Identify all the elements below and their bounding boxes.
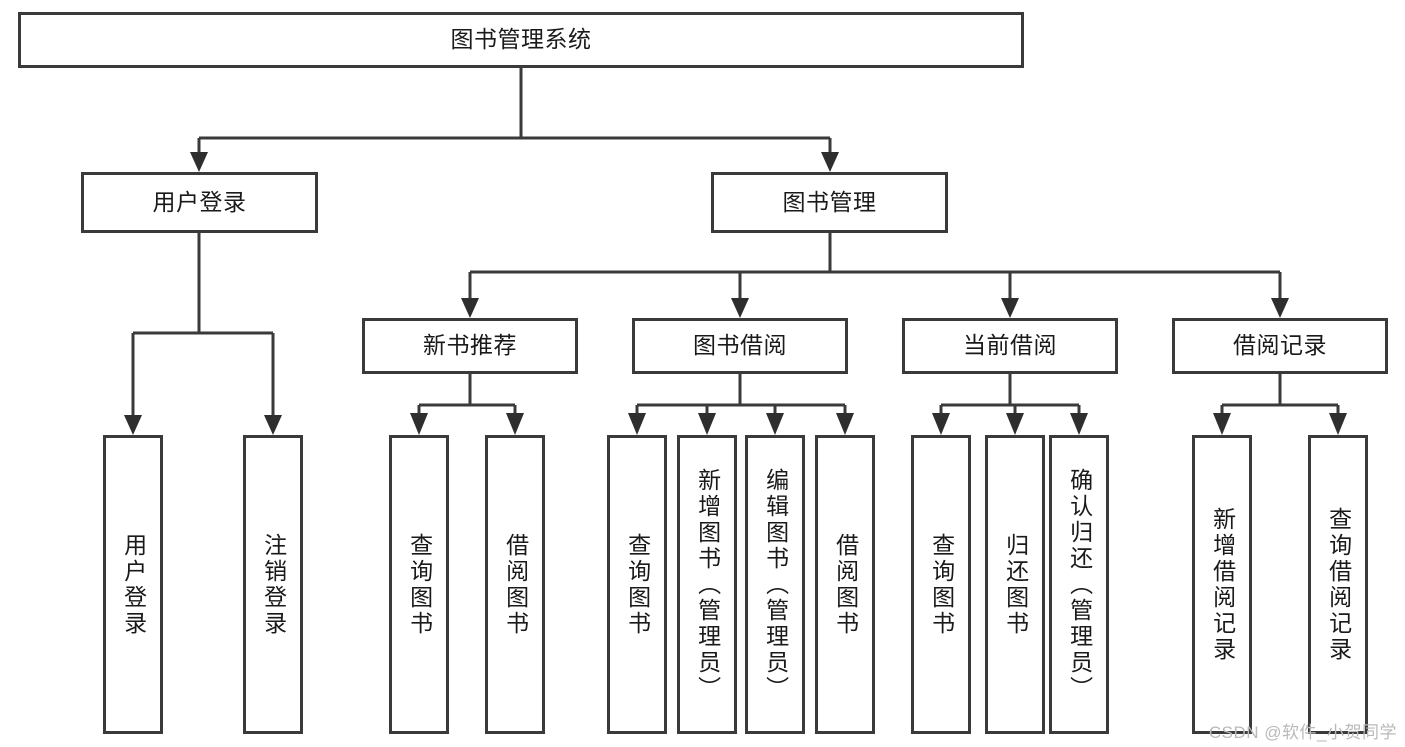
- node-book-management[interactable]: 图书管理: [711, 172, 948, 233]
- leaf-add-borrow-record[interactable]: 新增借阅记录: [1192, 435, 1252, 734]
- edge-book-manage-children: [461, 233, 1289, 318]
- node-root-label: 图书管理系统: [450, 26, 592, 53]
- leaf-query-book-current-label: 查询图书: [928, 532, 955, 637]
- leaf-logout[interactable]: 注销登录: [243, 435, 303, 734]
- leaf-edit-book-admin[interactable]: 编辑图书（管理员）: [745, 435, 805, 734]
- node-book-borrow[interactable]: 图书借阅: [632, 318, 848, 374]
- leaf-add-book-admin-label: 新增图书（管理员）: [694, 467, 721, 702]
- leaf-query-book-new[interactable]: 查询图书: [389, 435, 449, 734]
- node-new-book-recommend[interactable]: 新书推荐: [362, 318, 578, 374]
- leaf-query-borrow-record[interactable]: 查询借阅记录: [1308, 435, 1368, 734]
- node-current-borrow-label: 当前借阅: [963, 332, 1057, 359]
- leaf-query-borrow-record-label: 查询借阅记录: [1325, 506, 1352, 663]
- node-book-borrow-label: 图书借阅: [693, 332, 787, 359]
- edge-user-login-children: [124, 233, 282, 435]
- leaf-user-login-label: 用户登录: [120, 532, 147, 637]
- leaf-query-book-borrow-label: 查询图书: [624, 532, 651, 637]
- leaf-user-login[interactable]: 用户登录: [103, 435, 163, 734]
- edge-current-children: [932, 374, 1088, 435]
- node-new-book-recommend-label: 新书推荐: [423, 332, 517, 359]
- leaf-add-book-admin[interactable]: 新增图书（管理员）: [677, 435, 737, 734]
- leaf-confirm-return-admin-label: 确认归还（管理员）: [1066, 467, 1093, 702]
- node-book-management-label: 图书管理: [782, 188, 877, 215]
- node-borrow-records-label: 借阅记录: [1233, 332, 1327, 359]
- leaf-edit-book-admin-label: 编辑图书（管理员）: [762, 467, 789, 702]
- node-user-login-label: 用户登录: [152, 188, 247, 215]
- leaf-confirm-return-admin[interactable]: 确认归还（管理员）: [1049, 435, 1109, 734]
- leaf-borrow-book-new-label: 借阅图书: [502, 532, 529, 637]
- edge-borrow-children: [628, 374, 854, 435]
- leaf-add-borrow-record-label: 新增借阅记录: [1209, 506, 1236, 663]
- leaf-query-book-current[interactable]: 查询图书: [911, 435, 971, 734]
- edge-root-to-level1: [190, 68, 839, 172]
- edge-records-children: [1213, 374, 1347, 435]
- edge-new-books-children: [410, 374, 524, 435]
- leaf-borrow-book[interactable]: 借阅图书: [815, 435, 875, 734]
- node-user-login[interactable]: 用户登录: [81, 172, 318, 233]
- csdn-watermark: CSDN @软件_小贺同学: [1208, 723, 1397, 742]
- leaf-borrow-book-label: 借阅图书: [832, 532, 859, 637]
- leaf-query-book-new-label: 查询图书: [406, 532, 433, 637]
- leaf-return-book[interactable]: 归还图书: [985, 435, 1045, 734]
- leaf-logout-label: 注销登录: [260, 532, 287, 637]
- node-borrow-records[interactable]: 借阅记录: [1172, 318, 1388, 374]
- leaf-return-book-label: 归还图书: [1002, 532, 1029, 637]
- leaf-query-book-borrow[interactable]: 查询图书: [607, 435, 667, 734]
- leaf-borrow-book-new[interactable]: 借阅图书: [485, 435, 545, 734]
- node-root[interactable]: 图书管理系统: [18, 12, 1024, 68]
- node-current-borrow[interactable]: 当前借阅: [902, 318, 1118, 374]
